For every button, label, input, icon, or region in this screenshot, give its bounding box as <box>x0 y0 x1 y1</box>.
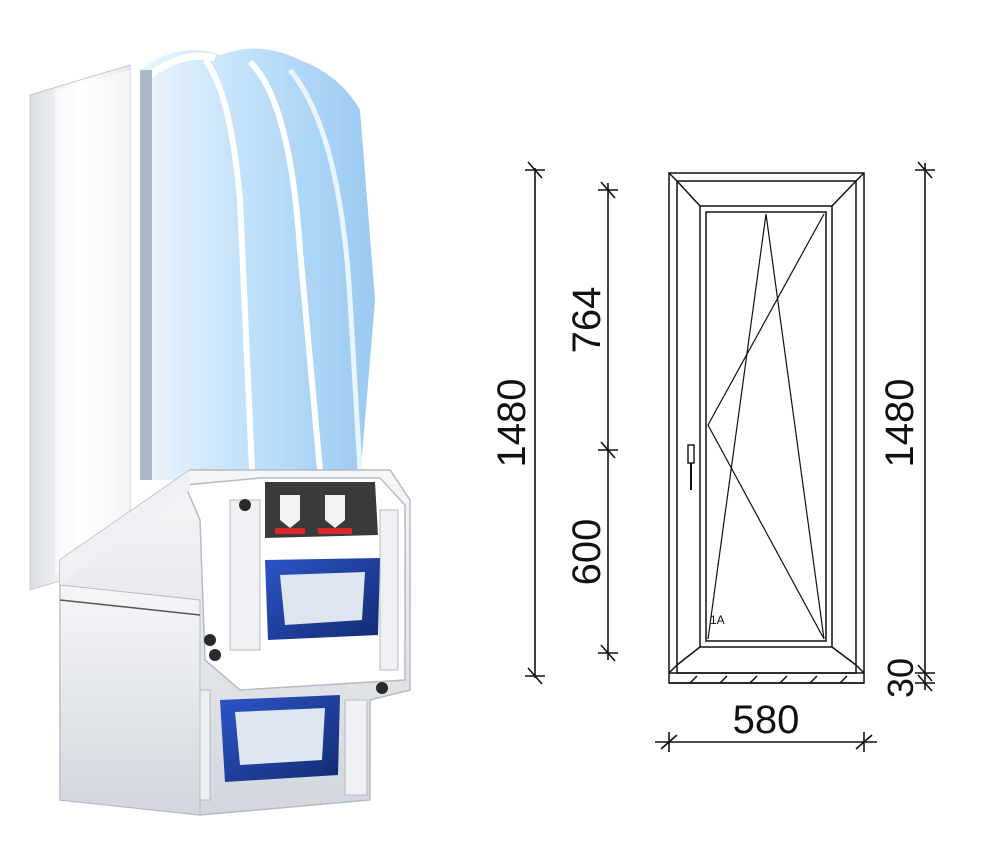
label-overall-height-left: 1480 <box>490 379 534 468</box>
triple-glazing <box>140 48 375 481</box>
label-sill-height: 30 <box>880 658 921 698</box>
window-frame <box>668 172 865 684</box>
label-overall-height-right: 1480 <box>878 379 922 468</box>
handle-icon <box>687 444 695 490</box>
label-lower-segment-height: 600 <box>565 519 609 586</box>
outer-frame-side <box>29 64 131 591</box>
label-upper-segment-height: 764 <box>565 287 609 354</box>
label-sash-id: 1A <box>710 613 725 627</box>
opening-symbol-tilt-turn <box>707 213 825 640</box>
window-profile-cross-section <box>29 48 411 816</box>
profile-section <box>59 469 411 816</box>
label-width: 580 <box>733 698 800 742</box>
